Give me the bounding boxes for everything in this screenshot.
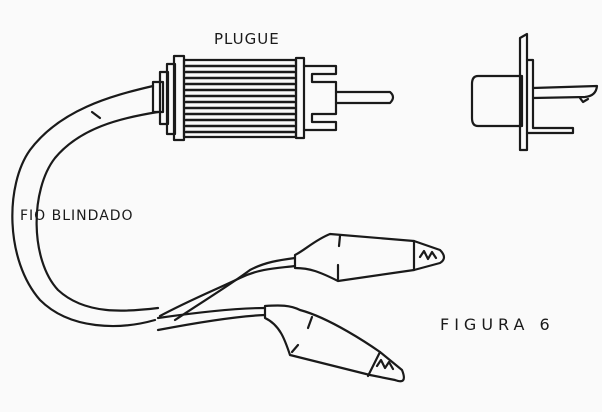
shielded-wire-label: FIO BLINDADO bbox=[20, 208, 134, 224]
jack-drawing bbox=[470, 32, 599, 152]
clip-upper bbox=[158, 232, 446, 322]
figure-caption: FIGURA 6 bbox=[440, 315, 555, 334]
shielded-cable bbox=[11, 84, 160, 328]
clip-lower bbox=[156, 304, 405, 383]
plug-label: PLUGUE bbox=[214, 30, 280, 48]
plug-drawing bbox=[151, 54, 395, 142]
